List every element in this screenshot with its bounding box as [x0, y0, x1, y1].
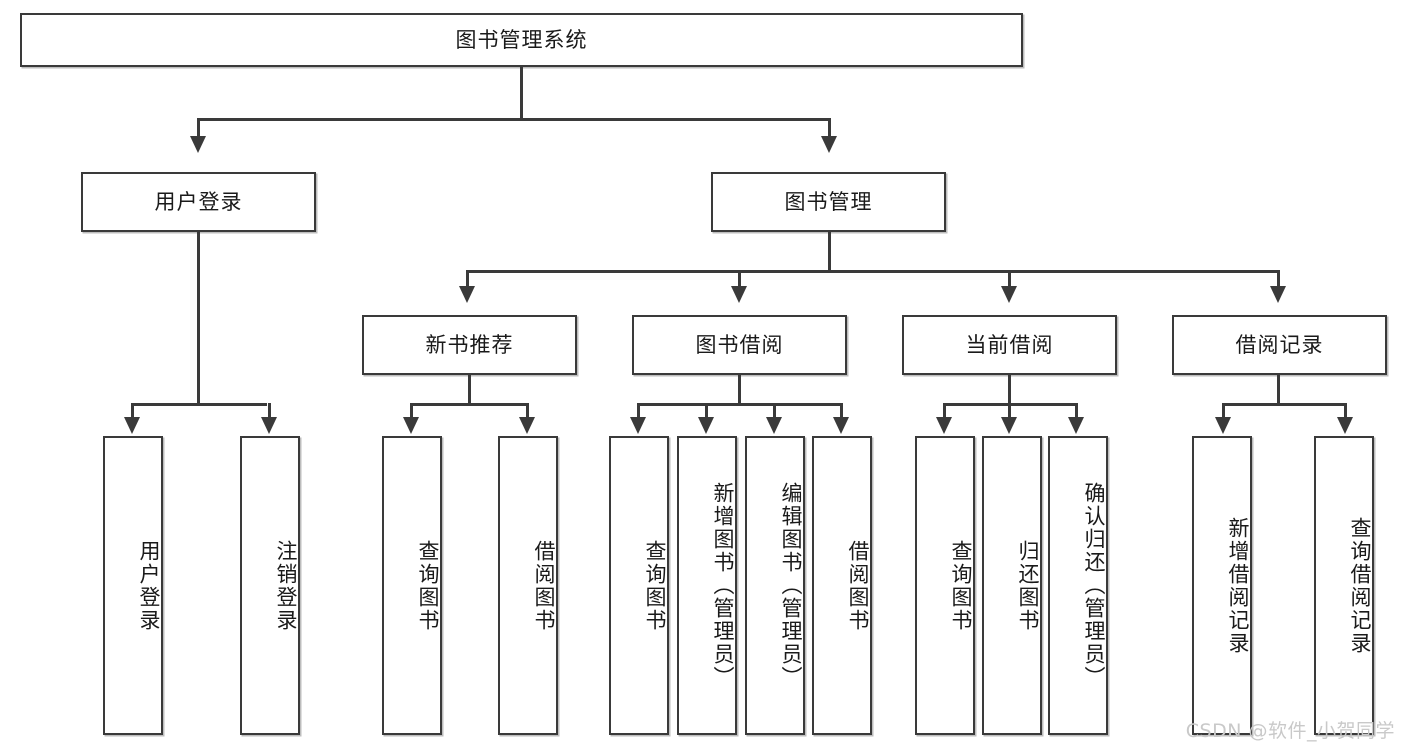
leaf-borrow-book-borrow[interactable]: 借阅图书: [812, 436, 872, 735]
connector-drop-leaf-query-book-2: [637, 403, 640, 419]
connector-level3-bus: [466, 270, 1279, 273]
node-book-borrow[interactable]: 图书借阅: [632, 315, 847, 375]
node-new-book-recommend[interactable]: 新书推荐: [362, 315, 577, 375]
arrow-to-leaf-add-record: [1215, 417, 1231, 434]
leaf-borrow-book-new-recommend[interactable]: 借阅图书: [498, 436, 558, 735]
leaf-user-login[interactable]: 用户登录: [103, 436, 163, 735]
arrow-to-leaf-query-book-1: [403, 417, 419, 434]
connector-drop-leaf-borrow-book-1: [526, 403, 529, 419]
connector-drop-new-book-recommend: [466, 270, 469, 288]
arrow-to-leaf-borrow-book-1: [519, 417, 535, 434]
csdn-watermark: CSDN @软件_小贺同学: [1185, 720, 1395, 742]
node-root-book-management-system[interactable]: 图书管理系统: [20, 13, 1023, 67]
arrow-to-leaf-edit-book: [766, 417, 782, 434]
connector-level2-bus: [197, 118, 831, 121]
leaf-add-book-admin[interactable]: 新增图书（管理员）: [677, 436, 737, 735]
connector-new-book-recommend-bus: [410, 403, 528, 406]
leaf-query-book-borrow[interactable]: 查询图书: [609, 436, 669, 735]
node-user-login[interactable]: 用户登录: [81, 172, 316, 232]
connector-drop-book-borrow: [738, 270, 741, 288]
connector-book-management-stem: [828, 232, 831, 272]
leaf-query-book-new-recommend[interactable]: 查询图书: [382, 436, 442, 735]
arrow-to-book-management: [821, 136, 837, 153]
arrow-to-book-borrow: [731, 286, 747, 303]
arrow-to-user-login: [190, 136, 206, 153]
arrow-to-leaf-return-book: [1001, 417, 1017, 434]
arrow-to-leaf-add-book: [698, 417, 714, 434]
arrow-to-leaf-logout-login: [261, 417, 277, 434]
connector-drop-leaf-add-record: [1222, 403, 1225, 419]
connector-root-stem: [520, 67, 523, 119]
arrow-to-leaf-query-book-3: [936, 417, 952, 434]
connector-drop-leaf-confirm-return: [1075, 403, 1078, 419]
connector-drop-leaf-borrow-book-2: [840, 403, 843, 419]
connector-drop-leaf-add-book: [705, 403, 708, 419]
connector-level2-drop-user-login: [197, 118, 200, 138]
connector-drop-borrow-record: [1277, 270, 1280, 288]
arrow-to-leaf-query-record: [1337, 417, 1353, 434]
connector-drop-leaf-query-book-1: [410, 403, 413, 419]
leaf-query-book-current[interactable]: 查询图书: [915, 436, 975, 735]
connector-drop-leaf-query-record: [1344, 403, 1347, 419]
leaf-confirm-return-admin[interactable]: 确认归还（管理员）: [1048, 436, 1108, 735]
connector-borrow-record-bus: [1222, 403, 1347, 406]
arrow-to-current-borrow: [1001, 286, 1017, 303]
connector-drop-leaf-user-login: [131, 403, 134, 419]
leaf-query-borrow-record[interactable]: 查询借阅记录: [1314, 436, 1374, 735]
connector-current-borrow-stem: [1008, 375, 1011, 405]
connector-book-borrow-stem: [738, 375, 741, 405]
connector-borrow-record-stem: [1277, 375, 1280, 405]
connector-drop-leaf-logout-login: [268, 403, 271, 419]
arrow-to-leaf-borrow-book-2: [833, 417, 849, 434]
node-book-management[interactable]: 图书管理: [711, 172, 946, 232]
node-current-borrow[interactable]: 当前借阅: [902, 315, 1117, 375]
connector-drop-leaf-query-book-3: [943, 403, 946, 419]
arrow-to-borrow-record: [1270, 286, 1286, 303]
arrow-to-leaf-confirm-return: [1068, 417, 1084, 434]
connector-level2-drop-book-management: [828, 118, 831, 138]
connector-drop-current-borrow: [1008, 270, 1011, 288]
leaf-logout-login[interactable]: 注销登录: [240, 436, 300, 735]
arrow-to-new-book-recommend: [459, 286, 475, 303]
connector-new-book-recommend-stem: [468, 375, 471, 405]
leaf-edit-book-admin[interactable]: 编辑图书（管理员）: [745, 436, 805, 735]
node-borrow-record[interactable]: 借阅记录: [1172, 315, 1387, 375]
connector-drop-leaf-edit-book: [773, 403, 776, 419]
connector-user-login-stem: [197, 232, 200, 405]
connector-book-borrow-bus: [637, 403, 843, 406]
arrow-to-leaf-user-login: [124, 417, 140, 434]
leaf-return-book[interactable]: 归还图书: [982, 436, 1042, 735]
arrow-to-leaf-query-book-2: [630, 417, 646, 434]
leaf-add-borrow-record[interactable]: 新增借阅记录: [1192, 436, 1252, 735]
connector-user-login-leaf-bus: [131, 403, 267, 406]
connector-drop-leaf-return-book: [1008, 403, 1011, 419]
